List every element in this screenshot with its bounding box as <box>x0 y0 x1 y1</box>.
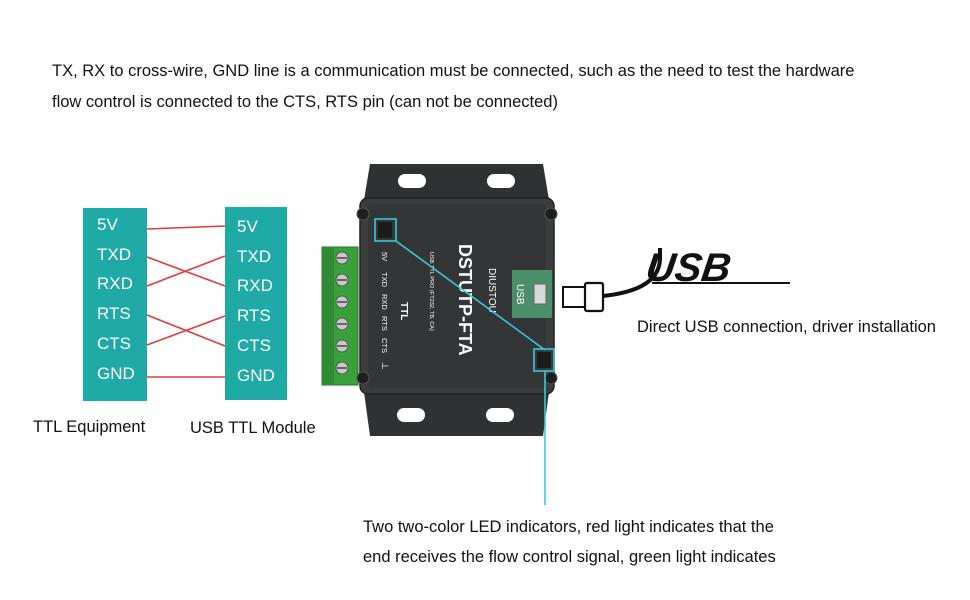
device-model: DSTUTP-FTA <box>455 244 475 356</box>
device-lettering: DIUSTOU DSTUTP-FTA USB TTL PRO (FT232, T… <box>380 244 525 370</box>
ttl-pin-txd: TXD <box>97 245 131 264</box>
usb-plug-body <box>583 281 605 313</box>
intro-line-2: flow control is connected to the CTS, RT… <box>52 93 558 111</box>
module-pin-txd: TXD <box>237 247 271 266</box>
mount-slot <box>487 174 515 188</box>
ttl-pin-cts: CTS <box>97 334 131 353</box>
wire-5v <box>146 225 226 230</box>
module-pin-gnd: GND <box>237 366 275 385</box>
module-pin-rxd: RXD <box>237 276 273 295</box>
ttl-pin-rxd: RXD <box>97 274 133 293</box>
led-note-line-1: Two two-color LED indicators, red light … <box>363 518 774 536</box>
callout-box-rx <box>374 218 397 242</box>
module-pin-cts: CTS <box>237 336 271 355</box>
device-enclosure <box>356 164 558 436</box>
terminal-pin-5v: 5V <box>380 252 389 261</box>
ttl-equipment-label: TTL Equipment <box>33 418 146 436</box>
terminal-pin-rts: RTS <box>380 316 389 331</box>
ttl-pin-rts: RTS <box>97 304 131 323</box>
terminal-block <box>321 246 359 386</box>
terminal-title: TTL <box>398 302 409 320</box>
usb-ttl-module-pin-box: 5V TXD RXD RTS CTS GND <box>225 207 287 400</box>
wire-rxd-to-txd <box>146 255 226 287</box>
led-indicator-tx <box>537 352 551 368</box>
usb-port-label: USB <box>514 284 525 305</box>
usb-plug-tip <box>562 286 586 308</box>
mount-slot <box>397 408 425 422</box>
wire-cts-to-rts <box>146 315 226 346</box>
led-callouts <box>374 218 555 505</box>
usb-connection-caption: Direct USB connection, driver installati… <box>637 318 936 336</box>
terminal-pin-cts: CTS <box>380 338 389 353</box>
intro-line-1: TX, RX to cross-wire, GND line is a comm… <box>52 62 855 80</box>
terminal-pin-txd: TXD <box>380 272 389 288</box>
ttl-pin-gnd: GND <box>97 364 135 383</box>
led-indicator-rx <box>378 222 392 238</box>
module-pin-5v: 5V <box>237 217 258 236</box>
terminal-pin-gnd: ⊥ <box>380 362 390 370</box>
intro-text: TX, RX to cross-wire, GND line is a comm… <box>52 56 952 118</box>
mount-slot <box>486 408 514 422</box>
ttl-equipment-pin-box: 5V TXD RXD RTS CTS GND <box>83 208 147 401</box>
wiring <box>146 225 226 378</box>
ttl-pin-5v: 5V <box>97 215 118 234</box>
module-pin-rts: RTS <box>237 306 271 325</box>
usb-cable <box>562 248 662 313</box>
usb-ttl-module-label: USB TTL Module <box>190 419 316 437</box>
mount-slot <box>398 174 426 188</box>
usb-port-icon <box>533 283 547 305</box>
led-note-line-2: end receives the flow control signal, gr… <box>363 548 776 566</box>
led-note: Two two-color LED indicators, red light … <box>363 512 776 572</box>
device-subtitle: USB TTL PRO (FT232, TB, CA) <box>428 252 434 331</box>
terminal-pin-rxd: RXD <box>380 294 389 310</box>
device-brand: DIUSTOU <box>486 268 497 313</box>
callout-link <box>395 240 546 351</box>
